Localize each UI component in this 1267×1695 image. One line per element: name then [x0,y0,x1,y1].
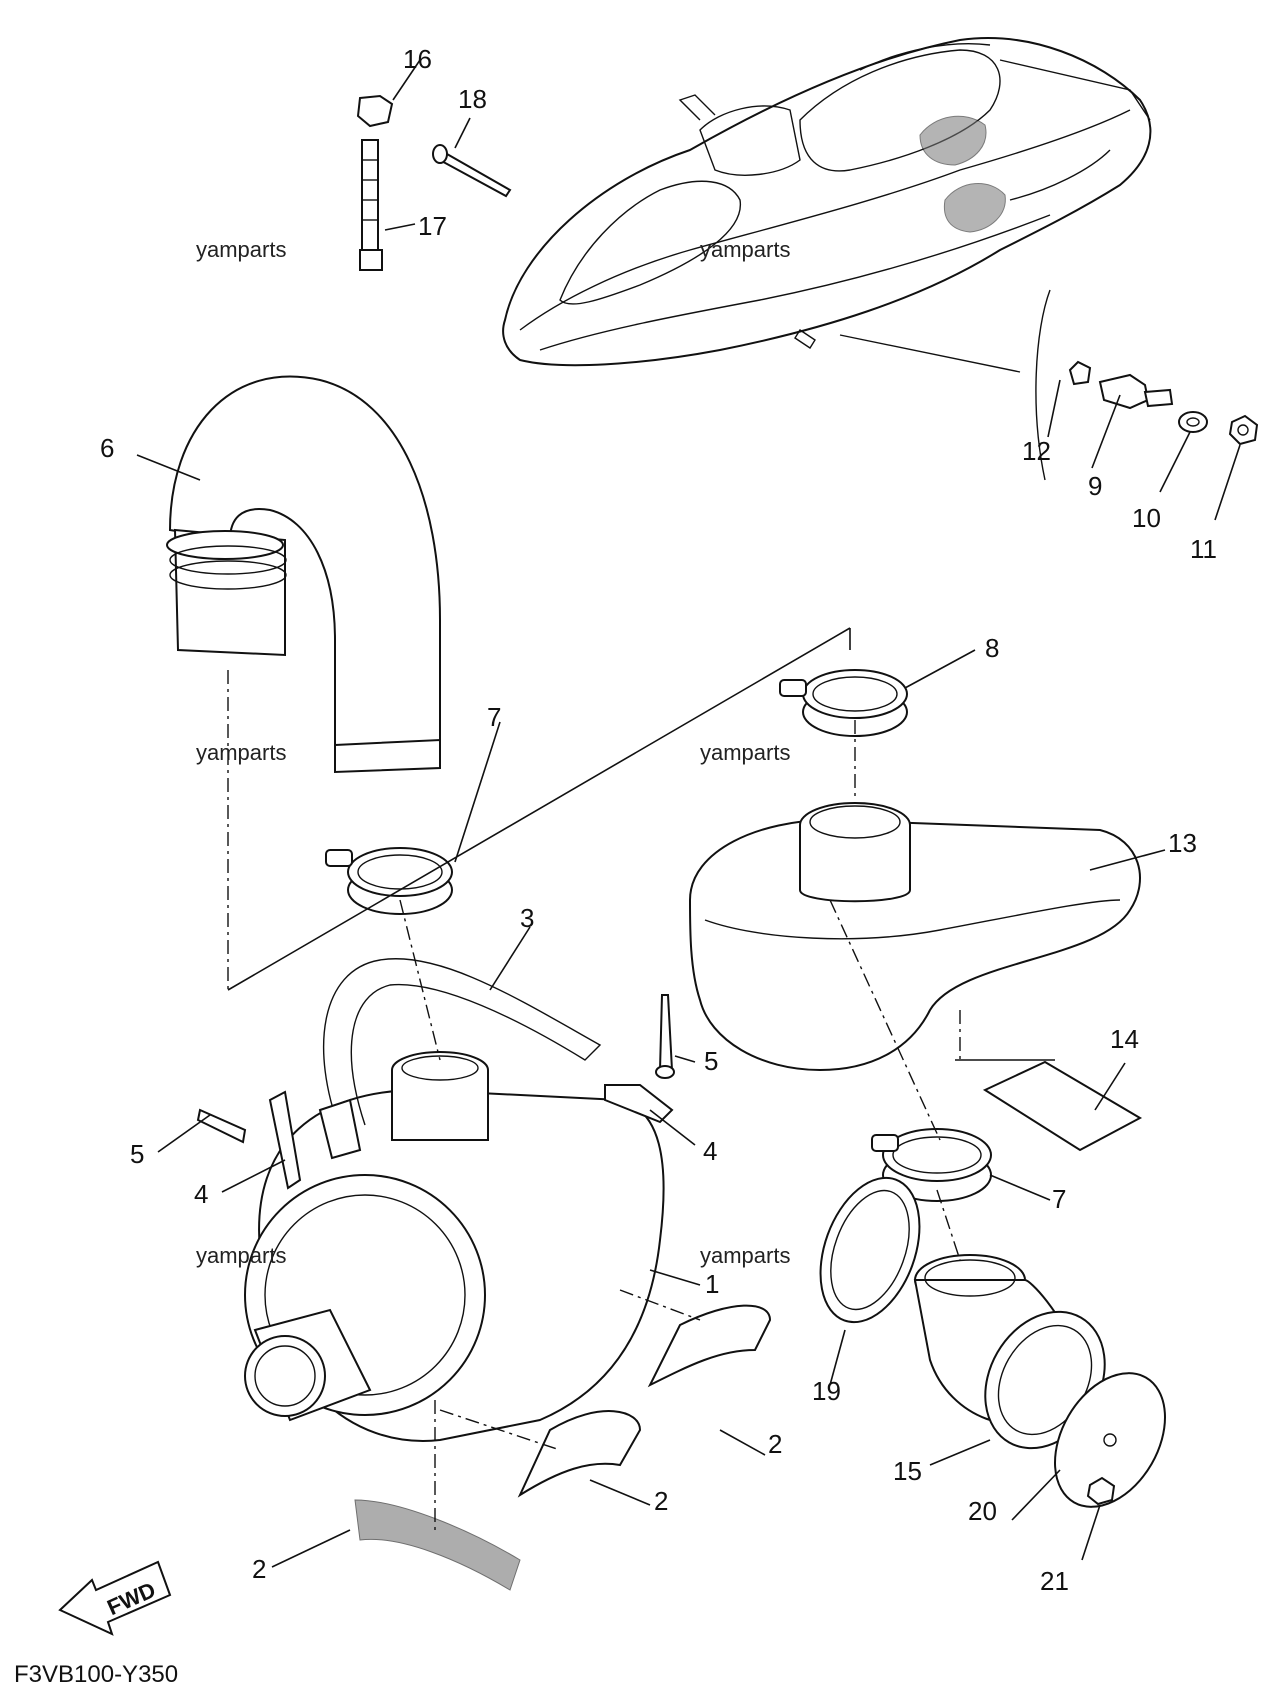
hose-fitting-assembly [1068,360,1259,446]
drawing-code: F3VB100-Y350 [14,1661,178,1688]
callout-5a: 5 [704,1046,718,1076]
fwd-arrow-icon: FWD [58,1560,172,1636]
outlet-elbow [913,1254,1106,1450]
cable-tie-assembly [356,94,512,271]
bracket-left [196,1090,302,1190]
callout-10: 10 [1132,503,1161,533]
strap [322,958,602,1131]
watermark-6: yamparts [700,1243,790,1268]
callout-3: 3 [520,903,534,933]
flange-plate [1054,1372,1166,1508]
callout-19: 19 [812,1376,841,1406]
callout-20: 20 [968,1496,997,1526]
callout-13: 13 [1168,828,1197,858]
watermark-4: yamparts [700,740,790,765]
resonator-box [688,802,1141,1072]
intake-elbow [166,375,441,774]
callout-2c: 2 [252,1554,266,1584]
watermark-2: yamparts [700,237,790,262]
shield-2 [517,1410,642,1498]
hose-clamp-lower [871,1128,992,1202]
hose-clamp-upper [325,847,453,915]
callout-5b: 5 [130,1139,144,1169]
callout-12: 12 [1022,436,1051,466]
callout-4b: 4 [194,1179,208,1209]
shield-1 [354,1499,521,1591]
callout-14: 14 [1110,1024,1139,1054]
callout-15: 15 [893,1456,922,1486]
callout-9: 9 [1088,471,1102,501]
callout-6: 6 [100,433,114,463]
callout-16: 16 [403,44,432,74]
callout-17: 17 [418,211,447,241]
watermark-3: yamparts [196,740,286,765]
watermark-5: yamparts [196,1243,286,1268]
watermark-1: yamparts [196,237,286,262]
callouts: 1 2 2 2 3 4 4 5 5 6 7 7 8 9 10 11 12 13 … [100,44,1217,1596]
callout-2a: 2 [768,1429,782,1459]
callout-18: 18 [458,84,487,114]
callout-2b: 2 [654,1486,668,1516]
leader-lines [136,59,1241,1568]
callout-8: 8 [985,633,999,663]
shield-3 [647,1304,772,1388]
connection-lines [227,627,1055,1530]
flange-nut [1086,1476,1116,1506]
callout-7a: 7 [487,702,501,732]
air-box [244,1051,665,1442]
callout-1: 1 [705,1269,719,1299]
bracket-right [604,994,675,1124]
callout-4a: 4 [703,1136,717,1166]
foam-pad [982,1060,1143,1152]
callout-11: 11 [1190,534,1217,564]
hose-clamp-8 [779,669,908,737]
callout-21: 21 [1040,1566,1069,1596]
mount-ring [819,1176,921,1324]
callout-7b: 7 [1052,1184,1066,1214]
watercraft-overview [502,37,1152,481]
